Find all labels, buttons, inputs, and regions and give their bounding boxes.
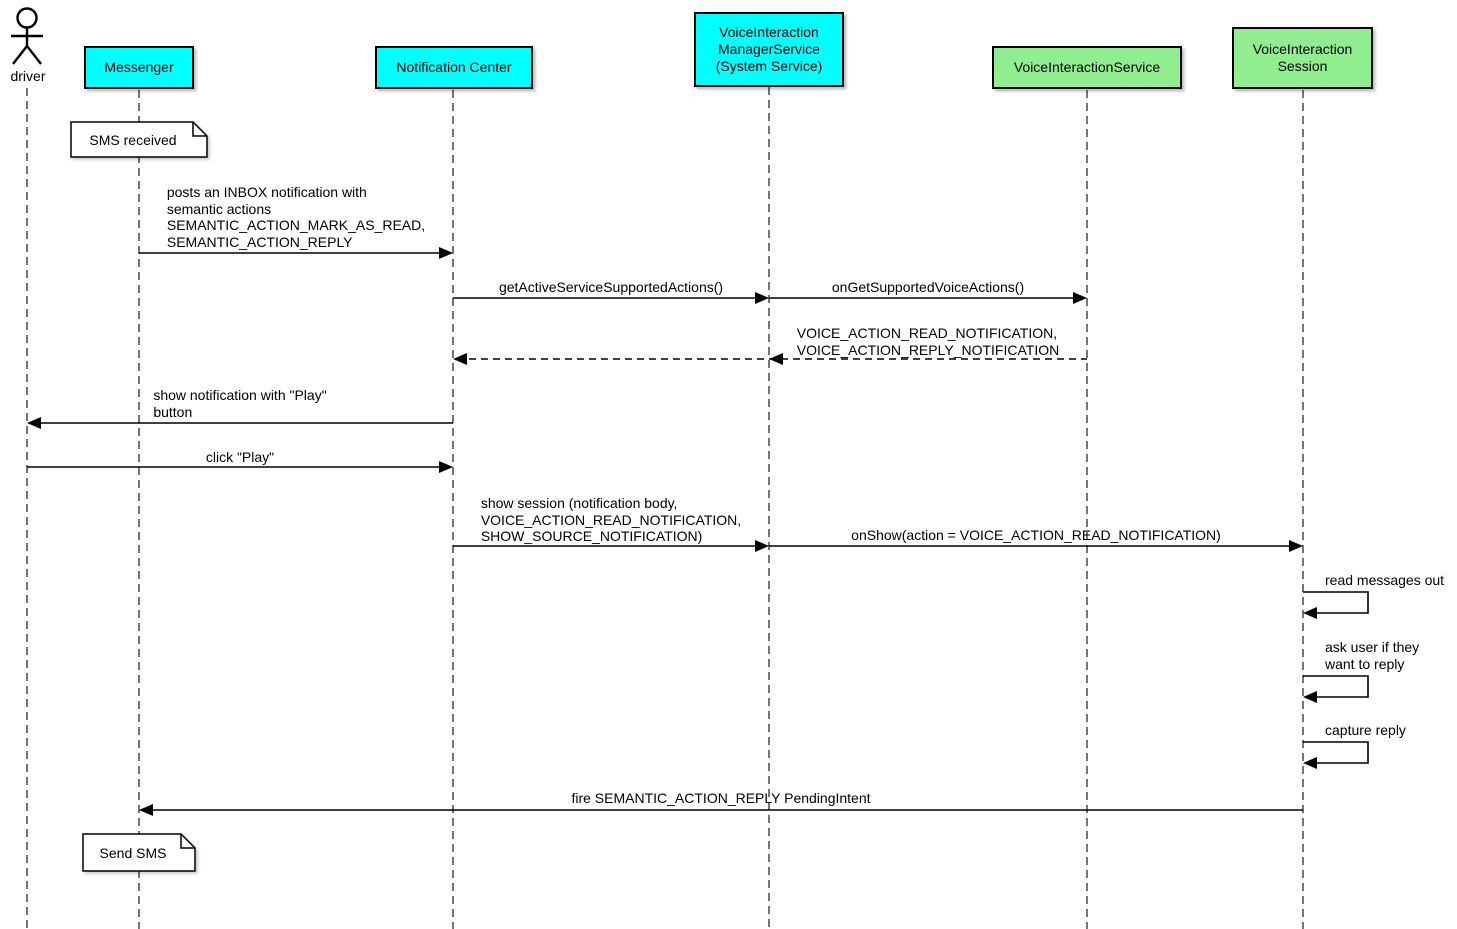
lifelines — [26, 87, 1304, 929]
participant-label: VoiceInteractionService — [1013, 59, 1161, 75]
note-shape — [82, 833, 196, 872]
participant-label: VoiceInteraction Session — [1252, 41, 1353, 74]
participant-messenger: Messenger — [84, 46, 194, 89]
arrowhead — [439, 247, 453, 259]
note-shape — [70, 121, 208, 158]
arrowhead — [1303, 757, 1317, 769]
self-arrow-read-messages-out — [1303, 591, 1369, 619]
self-arrow-capture-reply — [1303, 741, 1369, 769]
arrow-on-get-supported-voice-actions — [769, 292, 1087, 304]
actor-label: driver — [10, 68, 46, 84]
actor-driver: driver — [0, 6, 56, 84]
note-sms-received: SMS received — [70, 121, 208, 158]
arrowhead — [439, 461, 453, 473]
message-label-show-notification: show notification with "Play" button — [153, 387, 327, 420]
arrow-return-voice-actions — [453, 353, 1087, 365]
message-label-return-voice-actions: VOICE_ACTION_READ_NOTIFICATION, VOICE_AC… — [796, 325, 1060, 358]
participant-label: Notification Center — [396, 59, 512, 75]
self-arrow-ask-user-reply — [1303, 675, 1369, 703]
note-send-sms: Send SMS — [82, 833, 196, 872]
arrowhead — [1289, 540, 1303, 552]
note-text: Send SMS — [99, 844, 167, 861]
arrowhead — [453, 353, 467, 365]
participant-voiceinteraction-managerservice: VoiceInteraction ManagerService (System … — [694, 12, 844, 87]
arrowhead — [755, 540, 769, 552]
arrowhead — [1073, 292, 1087, 304]
message-label-show-session: show session (notification body, VOICE_A… — [480, 495, 742, 544]
participant-notification-center: Notification Center — [375, 46, 533, 89]
arrow-posts-inbox-notification — [139, 247, 453, 259]
arrowhead — [27, 417, 41, 429]
arrow-click-play — [27, 461, 453, 473]
note-text: SMS received — [89, 131, 177, 148]
arrow-on-show — [769, 540, 1303, 552]
message-label-fire-semantic-action-reply: fire SEMANTIC_ACTION_REPLY PendingIntent — [571, 790, 871, 806]
participant-voiceinteractionservice: VoiceInteractionService — [992, 46, 1182, 89]
arrow-show-session — [453, 540, 769, 552]
arrowhead — [1303, 691, 1317, 703]
message-arrows — [27, 247, 1369, 816]
arrow-fire-semantic-action-reply — [139, 804, 1303, 816]
arrowhead — [1303, 607, 1317, 619]
message-label-click-play: click "Play" — [205, 449, 275, 465]
arrowhead — [755, 292, 769, 304]
message-label-capture-reply: capture reply — [1325, 722, 1406, 738]
participant-label: VoiceInteraction ManagerService (System … — [715, 24, 823, 74]
arrow-show-notification — [27, 417, 453, 429]
message-label-on-show: onShow(action = VOICE_ACTION_READ_NOTIFI… — [851, 527, 1221, 543]
message-label-read-messages-out: read messages out — [1325, 572, 1445, 588]
message-label-posts-inbox-notification: posts an INBOX notification with semanti… — [166, 184, 426, 250]
arrowhead — [139, 804, 153, 816]
actor-icon — [11, 7, 43, 65]
message-label-get-active-service-supported-actions: getActiveServiceSupportedActions() — [498, 279, 724, 295]
message-label-on-get-supported-voice-actions: onGetSupportedVoiceActions() — [831, 279, 1025, 295]
arrowhead — [769, 353, 783, 365]
arrow-get-active-service-supported-actions — [453, 292, 769, 304]
participant-label: Messenger — [104, 59, 174, 75]
participant-voiceinteraction-session: VoiceInteraction Session — [1232, 27, 1373, 89]
message-label-ask-user-reply: ask user if they want to reply — [1325, 639, 1420, 672]
